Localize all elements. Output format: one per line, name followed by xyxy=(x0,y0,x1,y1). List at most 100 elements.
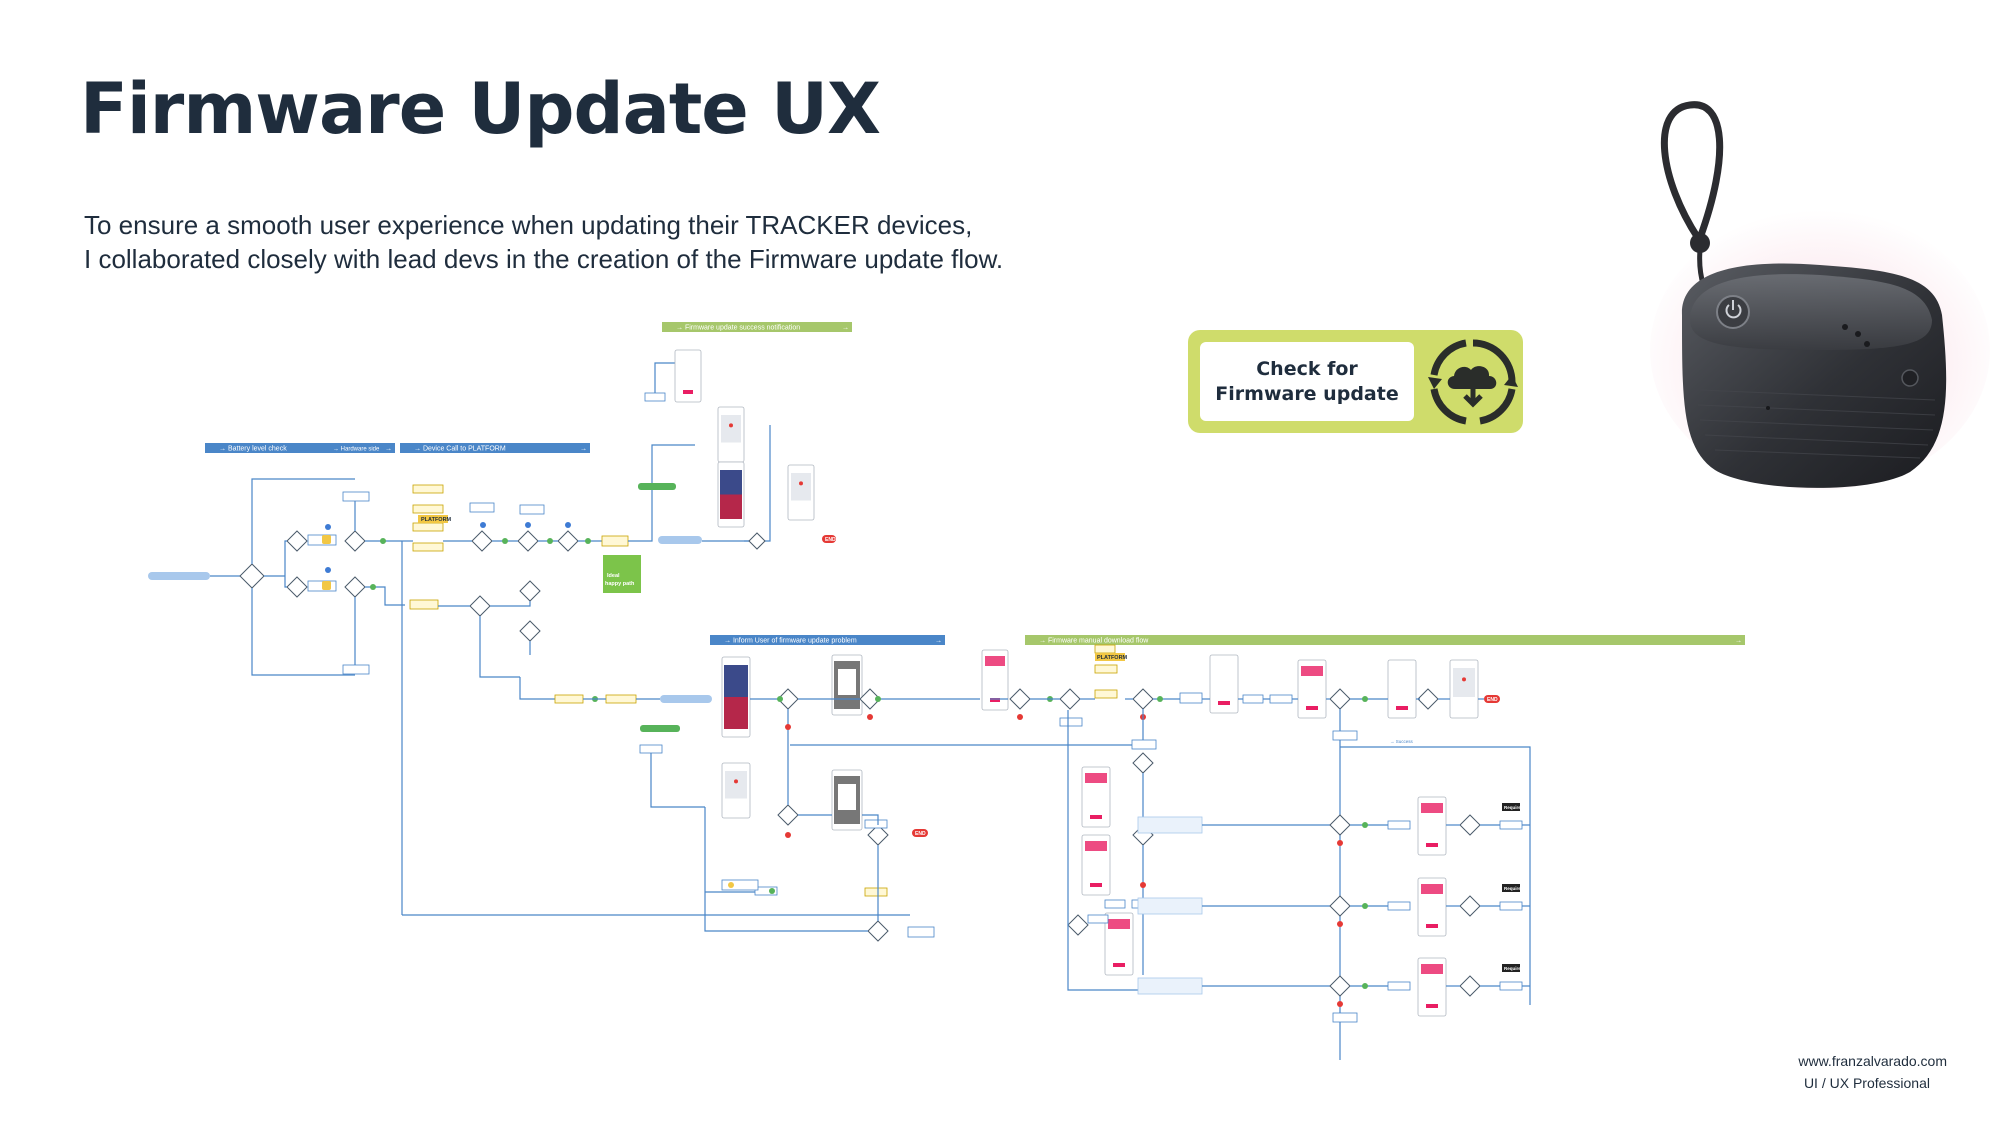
flow-connector xyxy=(704,807,868,932)
flow-connector xyxy=(1340,746,1531,1005)
process-node xyxy=(754,886,778,896)
decision-node xyxy=(1459,975,1481,997)
flow-connector xyxy=(862,814,879,825)
happy-path-label-1: Ideal xyxy=(607,573,620,579)
process-node xyxy=(1087,914,1109,924)
decision-node xyxy=(1329,688,1351,710)
decision-node xyxy=(517,530,539,552)
flow-connector xyxy=(519,677,555,700)
platform-tag-label: PLATFORM xyxy=(421,517,452,523)
flow-connector xyxy=(654,362,675,393)
success-pill xyxy=(640,725,680,732)
phone-button xyxy=(1306,706,1318,710)
phone-error-banner xyxy=(985,656,1005,666)
flow-connector xyxy=(479,616,520,678)
flow-connector xyxy=(1067,710,1150,991)
cta-label-line-2: Firmware update xyxy=(1215,382,1399,405)
section-header-label: → Firmware update success notification xyxy=(676,325,800,332)
phone-button xyxy=(1426,924,1438,928)
process-node xyxy=(1104,899,1126,909)
process-node xyxy=(1499,820,1523,830)
arrow-icon: → xyxy=(935,638,942,645)
phone-button xyxy=(990,698,1000,702)
decision-node xyxy=(519,620,541,642)
phone-wallpaper xyxy=(720,470,742,495)
section-header-label: → Firmware manual download flow xyxy=(1039,638,1149,645)
decision-node xyxy=(748,532,766,550)
process-node xyxy=(1387,820,1411,830)
status-dot xyxy=(325,567,331,573)
check-firmware-update-card[interactable]: Check for Firmware update xyxy=(1188,330,1523,433)
status-dot xyxy=(785,832,791,838)
process-node xyxy=(412,484,444,494)
decision-node xyxy=(777,804,799,826)
phone-screen xyxy=(674,349,702,403)
section-header-label: → Battery level check xyxy=(219,446,287,453)
check-firmware-update-button[interactable]: Check for Firmware update xyxy=(1200,342,1414,421)
status-dot xyxy=(785,724,791,730)
status-dot xyxy=(1362,983,1368,989)
flow-connector xyxy=(251,588,355,676)
process-node xyxy=(1094,689,1118,699)
decision-node xyxy=(286,576,308,598)
process-node xyxy=(1137,897,1203,915)
status-dot xyxy=(502,538,508,544)
required-badge-label: Required xyxy=(1504,886,1524,891)
status-dot xyxy=(1337,840,1343,846)
phone-error-banner xyxy=(1421,884,1443,894)
end-label: END xyxy=(825,537,836,543)
required-badge xyxy=(1502,964,1520,972)
process-node xyxy=(644,392,666,402)
end-label: END xyxy=(915,831,926,837)
status-dot xyxy=(777,696,783,702)
success-pill xyxy=(638,483,676,490)
status-dot xyxy=(1362,822,1368,828)
flow-connector xyxy=(365,586,405,606)
process-node xyxy=(864,887,888,897)
process-node xyxy=(342,491,370,502)
process-node xyxy=(1242,694,1264,704)
firmware-update-flowchart: → Battery level check→ Hardware side→→ D… xyxy=(148,322,1745,1060)
flow-connector xyxy=(628,444,695,542)
status-dot xyxy=(1362,903,1368,909)
decision-node xyxy=(286,530,308,552)
page-title: Firmware Update UX xyxy=(80,68,881,150)
status-dot xyxy=(525,522,531,528)
required-badge-label: Required xyxy=(1504,805,1524,810)
process-node xyxy=(519,504,545,515)
platform-tag xyxy=(418,515,448,523)
cta-label-line-1: Check for xyxy=(1256,357,1358,380)
phone-screen xyxy=(1387,659,1417,719)
process-node xyxy=(412,542,444,552)
section-header-label: → Inform User of firmware update problem xyxy=(724,638,857,645)
phone-button xyxy=(1090,815,1102,819)
process-node xyxy=(469,502,495,513)
process-node xyxy=(1387,981,1411,991)
process-node xyxy=(1094,664,1118,674)
cloud-download-refresh-icon xyxy=(1428,339,1518,425)
section-header-label: → Device Call to PLATFORM xyxy=(414,446,506,453)
happy-path-box xyxy=(603,555,641,593)
end-node xyxy=(822,535,836,543)
process-node xyxy=(1499,901,1523,911)
process-node xyxy=(412,522,444,532)
decision-node xyxy=(1459,814,1481,836)
status-dot xyxy=(1017,714,1023,720)
status-dot xyxy=(1337,921,1343,927)
process-node xyxy=(1332,1012,1358,1023)
phone-button xyxy=(1218,701,1230,705)
phone-button xyxy=(1090,883,1102,887)
status-dot xyxy=(734,779,738,784)
phone-button xyxy=(683,390,693,394)
flow-connector xyxy=(650,753,705,808)
decision-node xyxy=(1067,914,1089,936)
process-node xyxy=(554,694,584,704)
status-dot xyxy=(565,522,571,528)
decision-node xyxy=(867,920,889,942)
required-badge-label: Required xyxy=(1504,966,1524,971)
phone-screen xyxy=(1209,654,1239,714)
website-link[interactable]: www.franzalvarado.com xyxy=(1798,1053,1947,1069)
arrow-icon: → xyxy=(842,325,849,332)
process-node xyxy=(1137,816,1203,834)
flow-connector xyxy=(284,576,287,588)
